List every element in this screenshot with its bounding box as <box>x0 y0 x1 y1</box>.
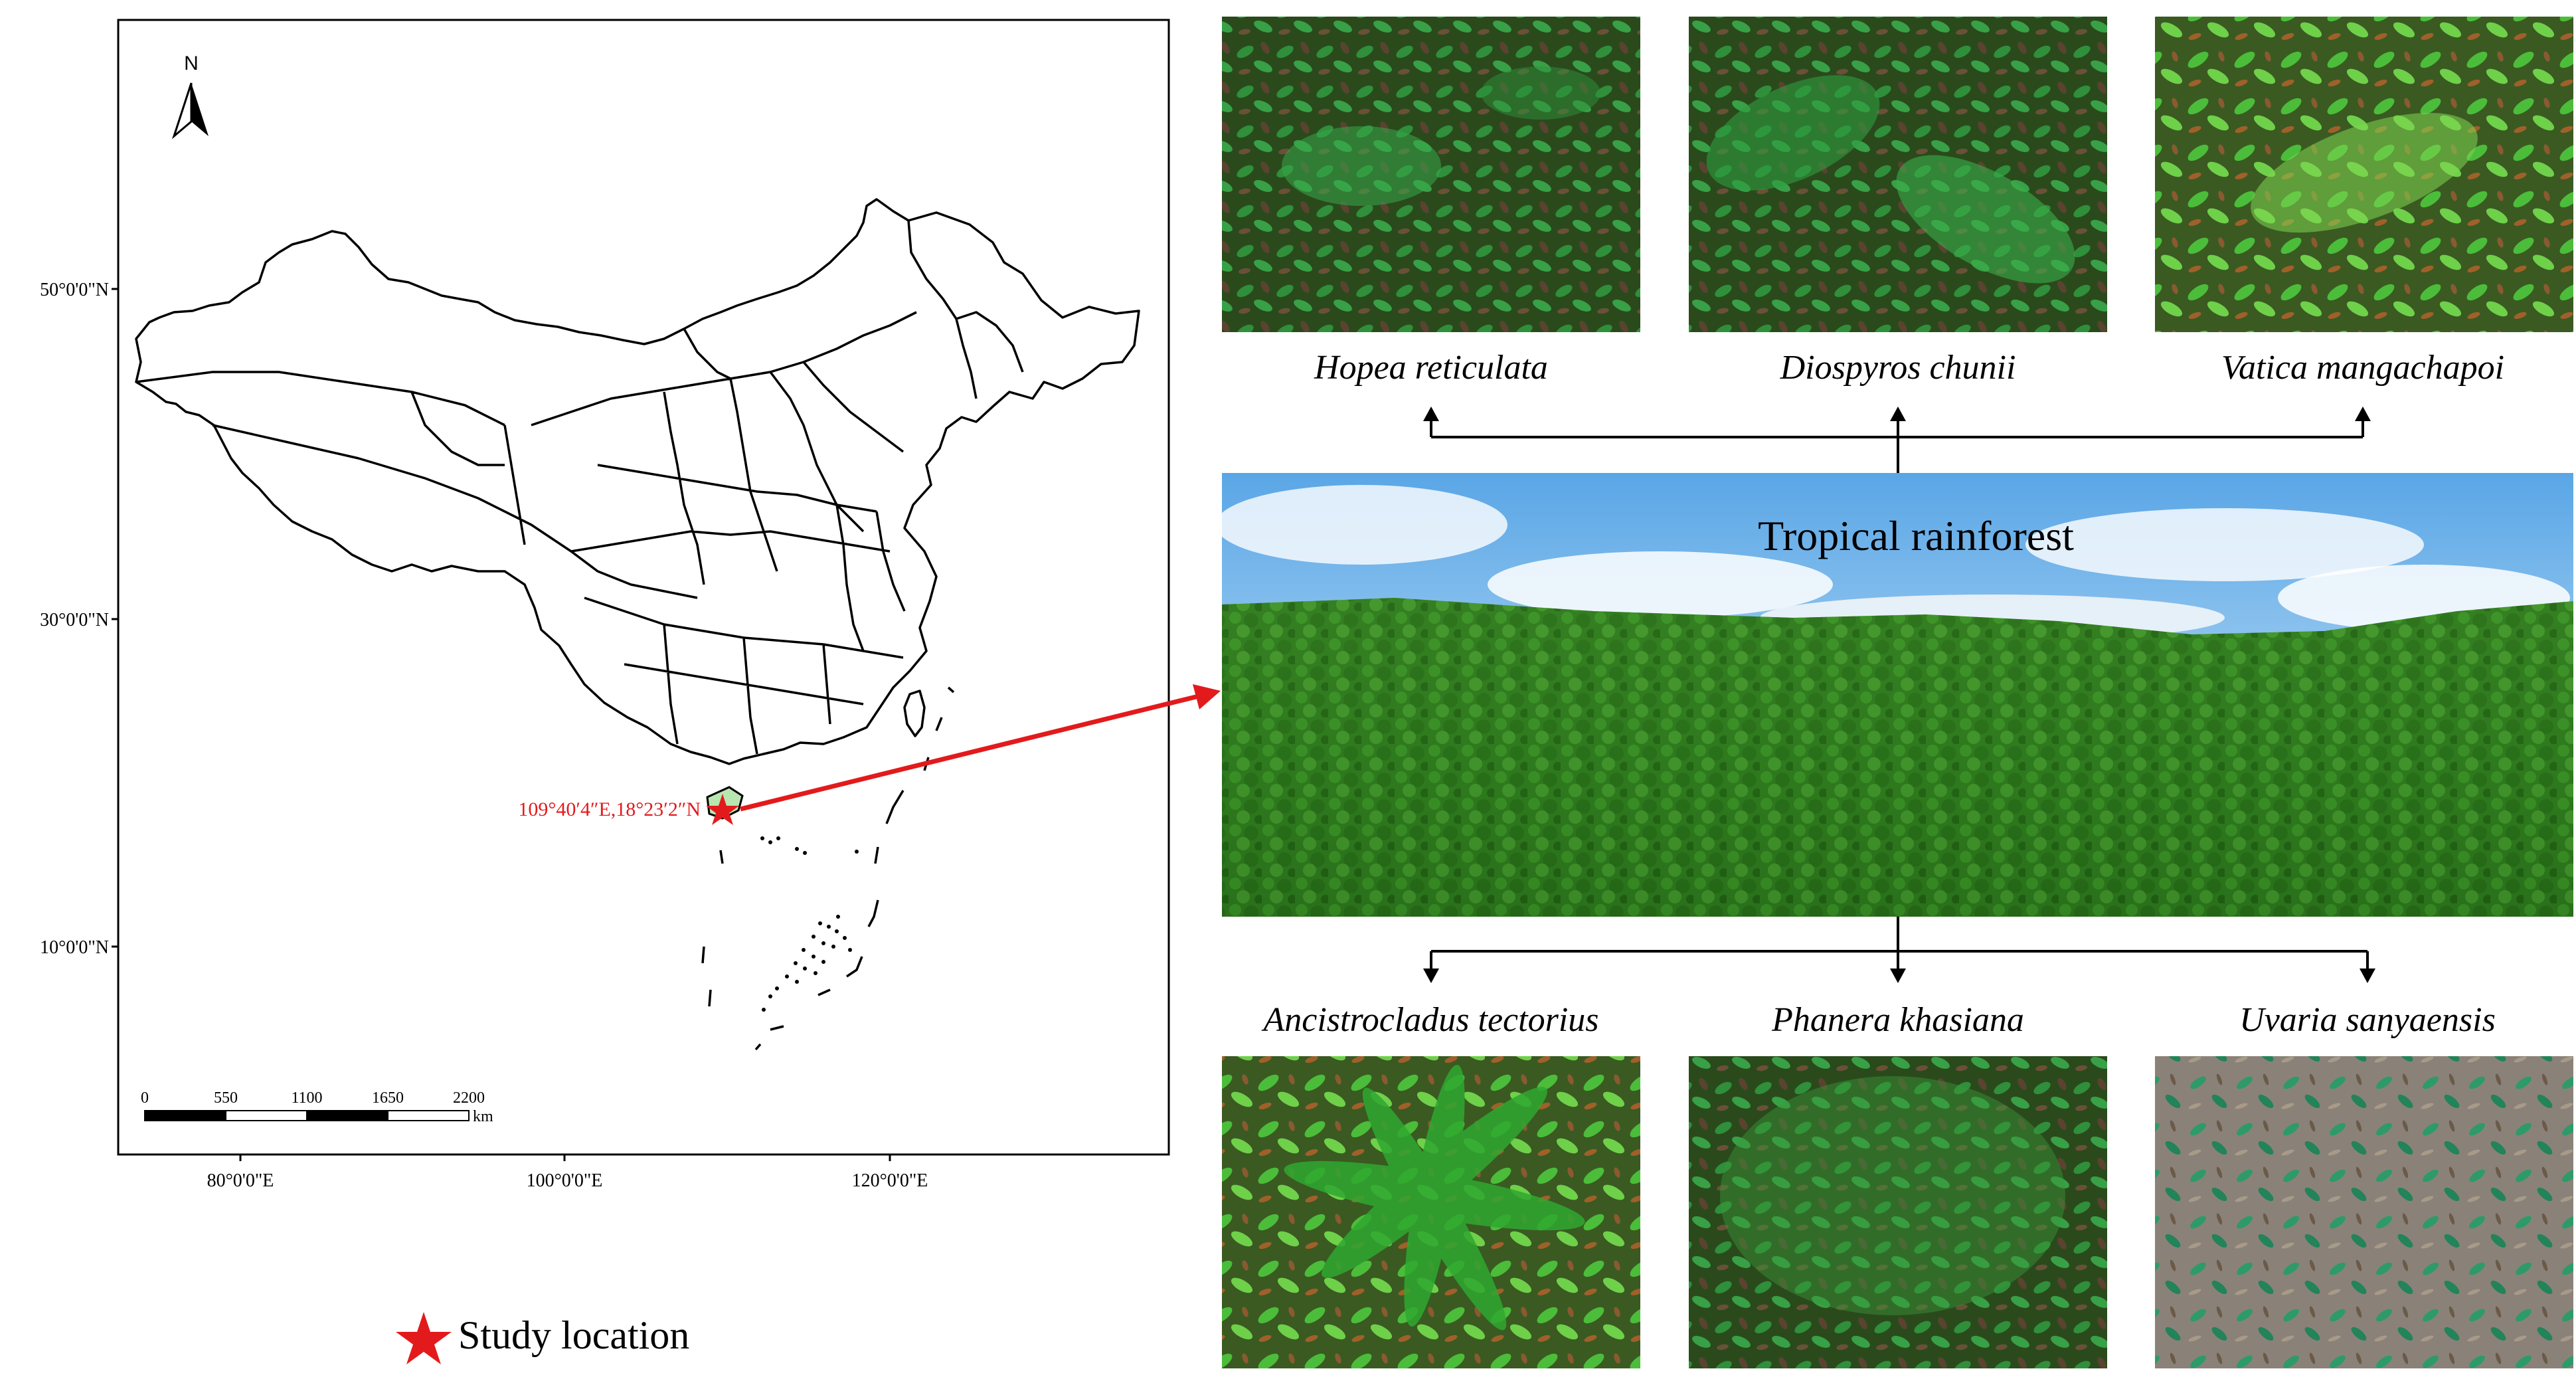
legend-label: Study location <box>458 1313 689 1357</box>
legend: Study location <box>396 1312 689 1364</box>
top-connector <box>1423 407 2371 473</box>
lat-label-50: 50°0'0"N <box>40 280 109 300</box>
north-label: N <box>184 52 199 74</box>
species-label-uvaria: Uvaria sanyaensis <box>2239 1001 2496 1039</box>
species-label-vatica: Vatica mangachapoi <box>2221 349 2504 387</box>
taiwan <box>903 690 926 737</box>
photo-uvaria-sanyaensis <box>2155 1056 2573 1368</box>
bottom-connector <box>1423 917 2375 983</box>
forest-photo <box>1215 473 2573 917</box>
photo-ancistrocladus-tectorius <box>1222 1056 1640 1368</box>
scale-tick-2200: 2200 <box>453 1089 485 1107</box>
lon-label-100: 100°0'0"E <box>527 1170 603 1191</box>
species-label-diospyros: Diospyros chunii <box>1780 349 2016 387</box>
china-map <box>135 198 1140 1051</box>
scale-tick-1650: 1650 <box>372 1089 404 1107</box>
lon-label-80: 80°0'0"E <box>207 1170 274 1191</box>
lon-axis: 80°0'0"E 100°0'0"E 120°0'0"E <box>207 1154 928 1191</box>
lon-label-120: 120°0'0"E <box>852 1170 928 1191</box>
bottom-species-labels: Ancistrocladus tectorius Phanera khasian… <box>1261 1001 2495 1039</box>
scale-tick-1100: 1100 <box>291 1089 322 1107</box>
legend-star-icon <box>396 1312 452 1364</box>
study-location-star-icon <box>706 794 739 825</box>
species-label-ancistrocladus: Ancistrocladus tectorius <box>1261 1001 1598 1039</box>
study-arrow <box>740 684 1221 812</box>
photo-phanera-khasiana <box>1689 1056 2107 1368</box>
species-label-phanera: Phanera khasiana <box>1771 1001 2024 1039</box>
sea-boundary <box>701 686 955 1051</box>
province-lines <box>135 220 1024 755</box>
islands <box>760 836 859 1012</box>
photo-vatica-mangachapoi <box>2155 17 2573 332</box>
photo-diospyros-chunii <box>1689 17 2107 332</box>
study-coords: 109°40′4″E,18°23′2″N <box>518 798 701 820</box>
species-label-hopea: Hopea reticulata <box>1314 349 1548 387</box>
lat-axis: 50°0'0"N 30°0'0"N 10°0'0"N <box>40 280 118 958</box>
lat-label-30: 30°0'0"N <box>40 610 109 630</box>
scale-tick-0: 0 <box>141 1089 149 1107</box>
scale-bar: 0 550 1100 1650 2200 km <box>141 1089 493 1125</box>
top-species-labels: Hopea reticulata Diospyros chunii Vatica… <box>1314 349 2504 387</box>
lat-label-10: 10°0'0"N <box>40 937 109 958</box>
forest-label: Tropical rainforest <box>1758 512 2074 559</box>
country-outline <box>135 198 1140 765</box>
scale-tick-550: 550 <box>214 1089 238 1107</box>
scale-unit: km <box>473 1108 493 1125</box>
photo-hopea-reticulata <box>1222 17 1640 332</box>
north-arrow-icon <box>171 82 209 139</box>
map-panel: N <box>40 19 1170 1191</box>
top-photos <box>1222 17 2573 332</box>
bottom-photos <box>1222 1056 2573 1368</box>
